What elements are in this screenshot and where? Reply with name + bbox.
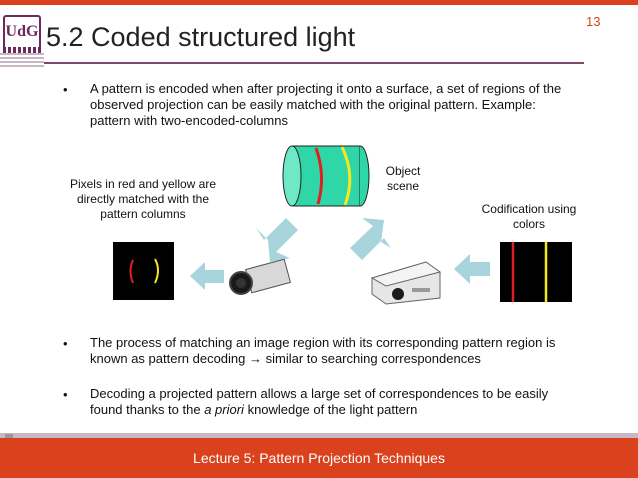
arrow-camera-to-image [190, 262, 224, 290]
projected-pattern [500, 242, 572, 302]
bullet-marker: • [63, 336, 68, 351]
projector-icon [370, 261, 442, 305]
title-divider [44, 62, 584, 64]
top-accent-bar [0, 0, 638, 5]
page-number: 13 [586, 14, 601, 29]
captured-image [113, 242, 174, 300]
logo-text: UdG [5, 23, 39, 40]
arrow-scene-to-camera [256, 218, 298, 262]
a-priori-emphasis: a priori [204, 402, 244, 417]
decorative-stripes [0, 53, 44, 67]
arrow-projector-to-scene [350, 218, 391, 260]
bullet-marker: • [63, 82, 68, 97]
bullet-marker: • [63, 387, 68, 402]
footer-title: Lecture 5: Pattern Projection Techniques [193, 450, 445, 466]
footer-bar [0, 438, 638, 478]
bullet-2: The process of matching an image region … [90, 335, 556, 366]
camera-icon [229, 258, 292, 295]
caption-object-scene: Object scene [385, 164, 421, 193]
object-cylinder [282, 145, 370, 207]
footer-divider [0, 433, 638, 438]
caption-codification: Codification using colors [481, 202, 577, 231]
slide-title: 5.2 Coded structured light [46, 22, 356, 52]
bullet-1: A pattern is encoded when after projecti… [90, 81, 562, 128]
arrow-pattern-to-projector [454, 254, 490, 284]
caption-matched-pixels: Pixels in red and yellow are directly ma… [69, 177, 217, 221]
bullet-3: Decoding a projected pattern allows a la… [90, 386, 549, 417]
udg-logo: UdG [3, 15, 41, 53]
